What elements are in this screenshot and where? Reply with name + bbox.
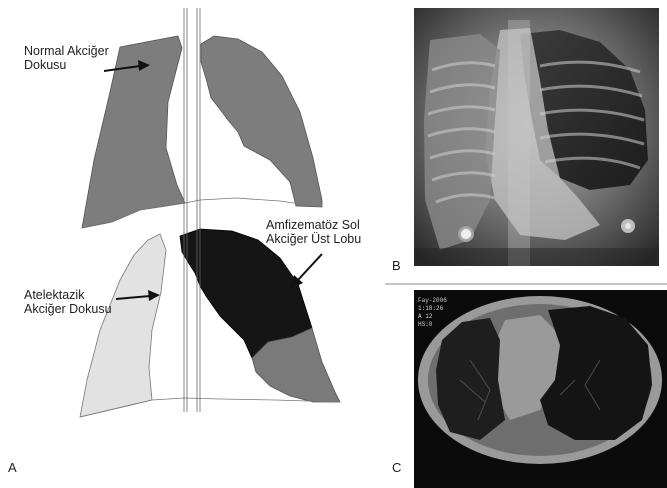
label-normal-lung: Normal Akciğer Dokusu (24, 44, 109, 72)
label-normal-line2: Dokusu (24, 58, 109, 72)
label-atelectasis: Atelektazik Akciğer Dokusu (24, 288, 112, 316)
ct-overlay-line1: Fay-2006 (418, 297, 447, 304)
label-atelectasis-line1: Atelektazik (24, 288, 112, 302)
label-emphysema: Amfizematöz Sol Akciğer Üst Lobu (266, 218, 361, 246)
ct-overlay-line3: A 12 (418, 313, 433, 320)
label-emphysema-line1: Amfizematöz Sol (266, 218, 361, 232)
label-normal-line1: Normal Akciğer (24, 44, 109, 58)
label-emphysema-line2: Akciğer Üst Lobu (266, 232, 361, 246)
panel-letter-a: A (8, 460, 17, 475)
ct-overlay-line2: 1:18:26 (418, 305, 444, 312)
panel-letter-c: C (392, 460, 401, 475)
panel-letter-b: B (392, 258, 401, 273)
ct-overlay-line4: HS:0 (418, 321, 433, 328)
label-atelectasis-line2: Akciğer Dokusu (24, 302, 112, 316)
